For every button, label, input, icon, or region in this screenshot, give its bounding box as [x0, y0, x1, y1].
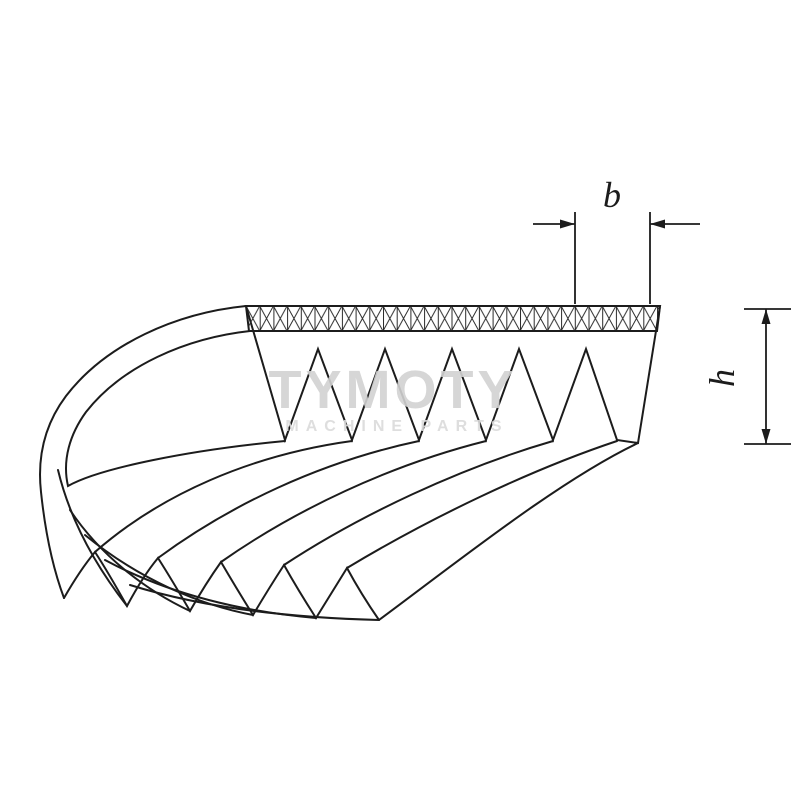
- belt-band-bottom-curve: [65, 330, 286, 488]
- belt-bottom-right-edge: [378, 442, 639, 621]
- belt-rib-curve-2: [157, 440, 420, 559]
- belt-top-band-hatch: [244, 305, 662, 332]
- belt-rib-curve-5: [346, 440, 618, 569]
- belt-rib-curve-1: [94, 440, 353, 553]
- dimension-h: [744, 308, 791, 445]
- belt-tooth-side-curve-5: [129, 584, 380, 621]
- dim-h-label: h: [702, 369, 742, 387]
- belt-rib-curve-3: [220, 440, 487, 563]
- watermark-title: TYMOTY: [269, 360, 518, 420]
- watermark-subtitle: MACHINE PARTS: [285, 418, 508, 435]
- belt-underside-ribs: [39, 305, 639, 621]
- belt-front-face: [244, 305, 662, 445]
- watermark: TYMOTY MACHINE PARTS: [269, 360, 518, 435]
- dimension-b: [533, 212, 700, 304]
- belt-outer-back-edge: [39, 305, 247, 599]
- dim-b-arrow-left: [560, 219, 575, 229]
- dim-b-label: b: [603, 175, 621, 215]
- dim-b-arrow-right: [650, 219, 665, 229]
- belt-rib-curve-4: [283, 440, 554, 566]
- dim-h-arrow-bottom: [761, 429, 771, 444]
- belt-tooth-side-curve-1: [57, 469, 128, 607]
- dim-h-arrow-top: [761, 309, 771, 324]
